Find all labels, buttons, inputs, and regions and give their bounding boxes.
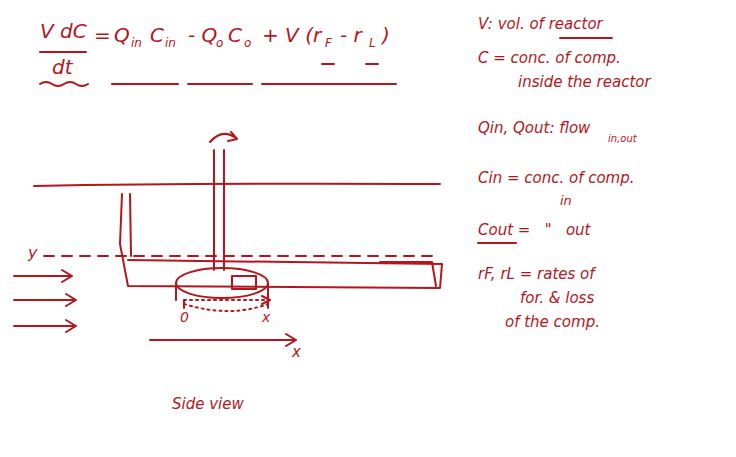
handwritten-label: - Q [188, 24, 217, 46]
handwritten-label: V dC [40, 20, 87, 42]
handwritten-label: Cin = conc. of comp. [478, 170, 635, 187]
handwritten-label: in,out [608, 133, 637, 144]
handwritten-label: 0 [180, 310, 189, 325]
handwritten-label: o [216, 37, 223, 50]
handwritten-label: C [150, 24, 164, 46]
handwritten-label: inside the reactor [518, 74, 651, 91]
handwritten-label: Side view [172, 396, 244, 413]
handwritten-label: Cout = " out [478, 222, 590, 239]
handwritten-label: x [262, 310, 270, 325]
handwritten-label: Qin, Qout: flow [478, 120, 590, 137]
handwritten-label: in [165, 37, 176, 50]
handwritten-label: + V (r [262, 24, 321, 46]
handwritten-label: y [28, 244, 37, 262]
handwritten-label: ) [382, 24, 390, 46]
handwritten-label: in [560, 194, 572, 208]
handwritten-label: rF, rL = rates of [478, 266, 595, 283]
handwritten-label: of the comp. [505, 314, 600, 331]
handwritten-label: dt [52, 56, 73, 78]
handwritten-label: x [292, 344, 301, 361]
handwritten-label: F [325, 37, 332, 50]
handwritten-label: = [94, 24, 111, 46]
handwritten-label: C [228, 24, 242, 46]
handwritten-label: V: vol. of reactor [478, 16, 603, 33]
handwritten-label: C = conc. of comp. [478, 50, 621, 67]
handwritten-label: o [244, 37, 251, 50]
handwritten-label: L [369, 37, 376, 50]
handwritten-label: for. & loss [520, 290, 594, 307]
handwritten-label: in [131, 37, 142, 50]
handwritten-label: - r [340, 24, 362, 46]
handwritten-label: Q [114, 24, 130, 46]
